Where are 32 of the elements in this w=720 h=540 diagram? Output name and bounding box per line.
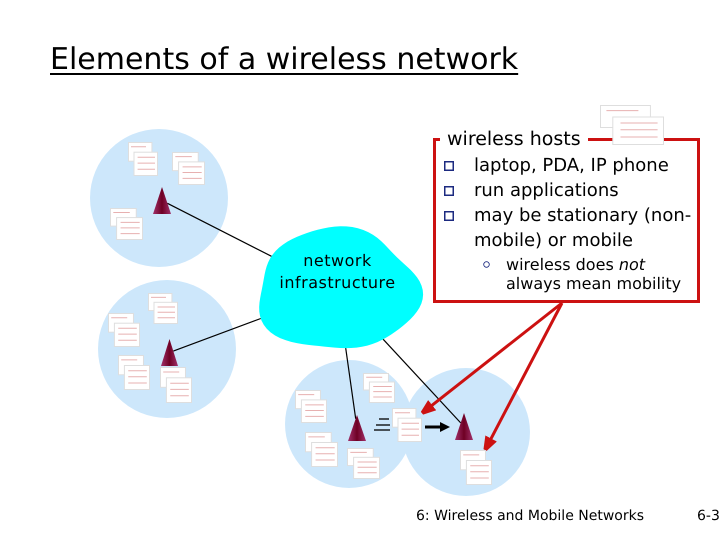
image-placeholder xyxy=(347,448,380,479)
bullet-text: wireless does not always mean mobility xyxy=(506,255,682,293)
image-placeholder xyxy=(108,313,140,347)
image-placeholder xyxy=(172,152,205,185)
footer-text: 6: Wireless and Mobile Networks xyxy=(416,507,644,525)
callout-heading: wireless hosts xyxy=(446,128,582,150)
image-placeholder xyxy=(118,355,150,390)
image-placeholder xyxy=(160,367,192,403)
slide-title: Elements of a wireless network xyxy=(50,42,518,78)
connector-line xyxy=(173,318,261,352)
cloud-label: network infrastructure xyxy=(278,250,397,294)
image-placeholder xyxy=(110,208,143,240)
image-placeholder xyxy=(305,432,338,467)
tower-icon xyxy=(153,187,171,214)
image-placeholder xyxy=(600,105,664,145)
image-placeholder xyxy=(295,390,327,423)
tower-icon xyxy=(348,415,366,441)
image-placeholder xyxy=(148,293,178,324)
image-placeholder xyxy=(460,450,492,485)
tower-icon xyxy=(455,413,473,440)
bullet-text: run applications xyxy=(474,179,620,203)
callout-box xyxy=(433,128,700,303)
page-number: 6-3 xyxy=(697,507,720,525)
connector-line xyxy=(167,202,272,257)
connector-line xyxy=(345,348,356,419)
image-placeholder xyxy=(363,373,395,403)
bullet-text: may be stationary (non-mobile) or mobile xyxy=(474,204,692,253)
image-placeholder xyxy=(128,142,158,176)
tower-icon xyxy=(161,339,178,366)
image-placeholder xyxy=(392,408,422,442)
connector-line xyxy=(382,338,462,424)
bullet-text: laptop, PDA, IP phone xyxy=(474,154,670,178)
